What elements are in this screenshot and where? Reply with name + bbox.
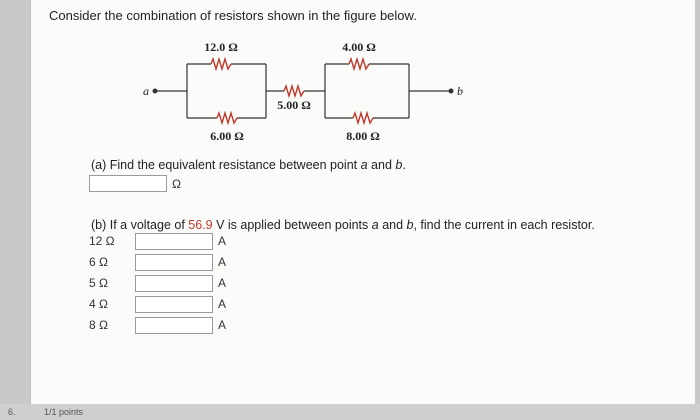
current-input-5[interactable]	[135, 274, 213, 292]
resistor-label: 4 Ω	[89, 297, 108, 311]
amp-unit-label: A	[218, 276, 227, 290]
terminal-a-dot	[152, 88, 158, 94]
part-a-answer: Ω	[89, 175, 181, 192]
current-row-12: 12 Ω A	[89, 232, 226, 250]
current-input-8[interactable]	[135, 316, 213, 334]
terminal-a-label: a	[143, 84, 149, 98]
resistor-12-label: 12.0 Ω	[204, 40, 238, 54]
question-prompt: Consider the combination of resistors sh…	[49, 8, 417, 23]
resistor-12-zigzag	[210, 56, 232, 72]
resistor-6-label: 6.00 Ω	[210, 129, 244, 143]
resistor-label: 6 Ω	[89, 255, 108, 269]
question-number: 6.	[8, 407, 16, 417]
current-input-6[interactable]	[135, 253, 213, 271]
circuit-diagram: a b 12.0 Ω 4.00 Ω 5.00 Ω 6.00 Ω 8.00 Ω	[143, 40, 463, 143]
resistor-4-label: 4.00 Ω	[342, 40, 376, 54]
terminal-b-dot	[448, 88, 454, 94]
current-input-12[interactable]	[135, 232, 213, 250]
amp-unit-label: A	[218, 318, 227, 332]
resistor-4-zigzag	[348, 56, 370, 72]
question-card: Consider the combination of resistors sh…	[30, 0, 695, 404]
current-row-8: 8 Ω A	[89, 316, 226, 334]
part-a-question: (a) Find the equivalent resistance betwe…	[91, 158, 406, 172]
resistor-label: 5 Ω	[89, 276, 108, 290]
current-row-6: 6 Ω A	[89, 253, 226, 271]
current-row-4: 4 Ω A	[89, 295, 226, 313]
resistor-label: 8 Ω	[89, 318, 108, 332]
current-row-5: 5 Ω A	[89, 274, 226, 292]
amp-unit-label: A	[218, 234, 227, 248]
ohm-unit-label: Ω	[172, 176, 181, 191]
resistor-5-zigzag	[283, 83, 305, 99]
voltage-value: 56.9	[188, 218, 213, 232]
equivalent-resistance-input[interactable]	[89, 175, 167, 192]
resistor-6-zigzag	[216, 110, 238, 126]
resistor-8-zigzag	[352, 110, 374, 126]
current-input-4[interactable]	[135, 295, 213, 313]
amp-unit-label: A	[218, 255, 227, 269]
amp-unit-label: A	[218, 297, 227, 311]
resistor-5-label: 5.00 Ω	[277, 98, 311, 112]
resistor-8-label: 8.00 Ω	[346, 129, 380, 143]
resistor-label: 12 Ω	[89, 234, 115, 248]
part-b-question: (b) If a voltage of 56.9 V is applied be…	[91, 218, 595, 232]
footer-bar: 6. 1/1 points	[0, 404, 700, 420]
terminal-b-label: b	[457, 84, 463, 98]
points-link[interactable]: 1/1 points	[44, 407, 84, 417]
